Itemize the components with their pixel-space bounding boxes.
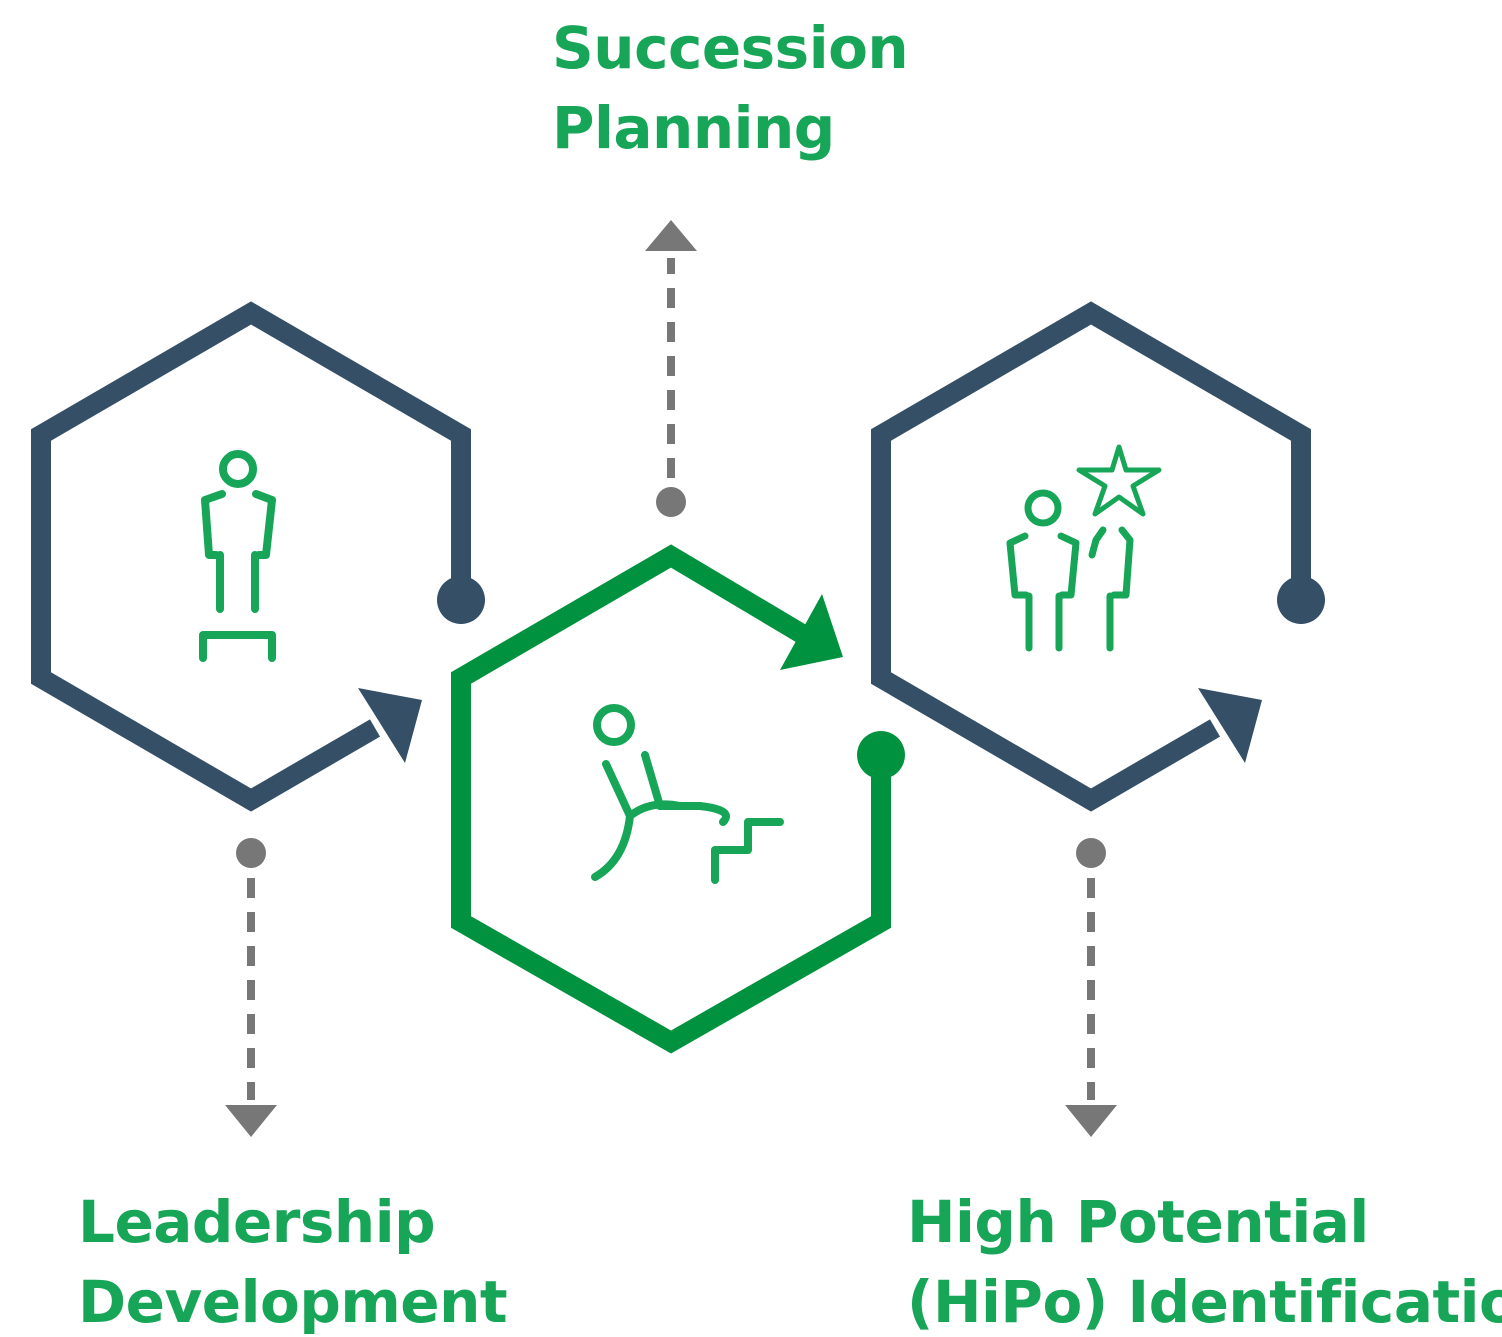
connector-hipo	[1065, 838, 1117, 1137]
label-leadership-development: Leadership Development	[78, 1182, 508, 1337]
label-line-1: Succession	[552, 14, 909, 82]
connector-dot-left	[437, 576, 485, 624]
connector-leadership	[225, 838, 277, 1137]
connector-start-dot	[236, 838, 266, 868]
label-line-2: Planning	[552, 94, 835, 162]
label-line-2: (HiPo) Identification	[907, 1268, 1502, 1336]
two-people-star-icon	[1006, 444, 1162, 652]
hexagon-leadership	[31, 301, 485, 812]
label-hipo-identification: High Potential (HiPo) Identification	[907, 1182, 1502, 1337]
connector-dot-right	[1277, 576, 1325, 624]
arrow-down-icon	[225, 1105, 277, 1137]
arrowhead-center	[780, 594, 843, 670]
label-succession-planning: Succession Planning	[552, 8, 909, 168]
hexagon-center-outline	[451, 544, 891, 1054]
arrowhead-right	[1198, 688, 1262, 763]
hexagon-right-outline	[871, 301, 1311, 812]
connector-start-dot	[656, 487, 686, 517]
label-line-1: High Potential	[907, 1188, 1369, 1256]
hexagon-succession	[451, 544, 905, 1054]
connector-succession	[645, 220, 697, 517]
connector-dot-center	[857, 731, 905, 779]
hexagon-left-outline	[31, 301, 471, 812]
arrowhead-left	[358, 688, 422, 763]
label-line-1: Leadership	[78, 1188, 436, 1256]
person-climbing-stairs-icon	[591, 704, 784, 884]
connector-start-dot	[1076, 838, 1106, 868]
label-line-2: Development	[78, 1268, 508, 1336]
person-on-podium-icon	[199, 450, 276, 662]
arrow-down-icon	[1065, 1105, 1117, 1137]
hexagon-hipo	[871, 301, 1325, 812]
arrow-up-icon	[645, 220, 697, 251]
